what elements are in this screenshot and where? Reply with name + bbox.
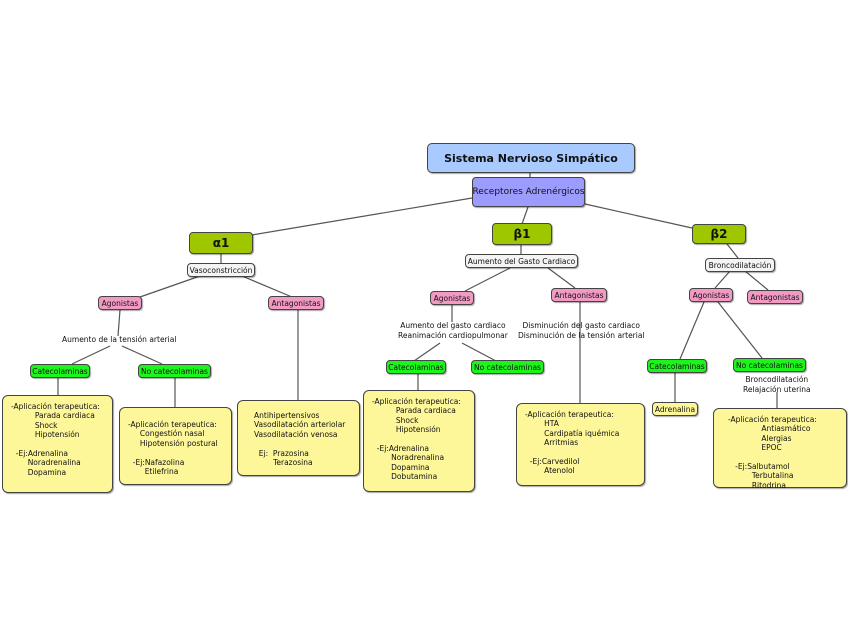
beta2-non-catecholamines-effect-label: Broncodilatación Relajación uterina [743,375,811,394]
alpha1-antagonists-box[interactable]: Antihipertensivos Vasodilatación arterio… [237,400,360,476]
beta1-node[interactable]: β1 [492,223,552,245]
receptors-node[interactable]: Receptores Adrenérgicos [472,177,585,207]
beta2-node[interactable]: β2 [692,224,746,244]
alpha1-effect-node[interactable]: Vasoconstricción [187,263,255,277]
beta1-effect-node[interactable]: Aumento del Gasto Cardiaco [465,254,578,268]
alpha1-non-catecholamines-node[interactable]: No catecolaminas [138,364,211,378]
beta2-catecholamines-box[interactable]: Adrenalina [652,402,698,416]
alpha1-catecholamines-box[interactable]: -Aplicación terapeutica: Parada cardiaca… [2,395,113,493]
beta1-catecholamines-box[interactable]: -Aplicación terapeutica: Parada cardiaca… [363,390,475,492]
alpha1-non-catecholamines-box[interactable]: -Aplicación terapeutica: Congestión nasa… [119,407,232,485]
alpha1-agonists-node[interactable]: Agonistas [98,296,142,310]
beta2-agonists-node[interactable]: Agonistas [689,288,733,302]
beta1-agonist-effect-label: Aumento del gasto cardiaco Reanimación c… [398,321,508,340]
beta1-catecholamines-node[interactable]: Catecolaminas [386,360,446,374]
beta1-antagonists-box[interactable]: -Aplicación terapeutica: HTA Cardipatía … [516,403,645,486]
beta2-catecholamines-node[interactable]: Catecolaminas [647,359,707,373]
beta2-non-catecholamines-node[interactable]: No catecolaminas [733,358,806,372]
beta2-non-catecholamines-box[interactable]: -Aplicación terapeutica: Antiasmático Al… [713,408,847,490]
alpha1-catecholamines-node[interactable]: Catecolaminas [30,364,90,378]
alpha1-agonist-effect-label: Aumento de la tensión arterial [62,335,177,344]
beta1-antagonist-effect-label: Disminución del gasto cardiaco Disminuci… [518,321,645,340]
root-node[interactable]: Sistema Nervioso Simpático [427,143,635,173]
beta1-agonists-node[interactable]: Agonistas [430,291,474,305]
beta1-non-catecholamines-node[interactable]: No catecolaminas [471,360,544,374]
beta2-effect-node[interactable]: Broncodilatación [705,258,775,272]
beta1-antagonists-node[interactable]: Antagonistas [551,288,607,302]
beta2-antagonists-node[interactable]: Antagonistas [747,290,803,304]
alpha1-node[interactable]: α1 [189,232,253,254]
alpha1-antagonists-node[interactable]: Antagonistas [268,296,324,310]
